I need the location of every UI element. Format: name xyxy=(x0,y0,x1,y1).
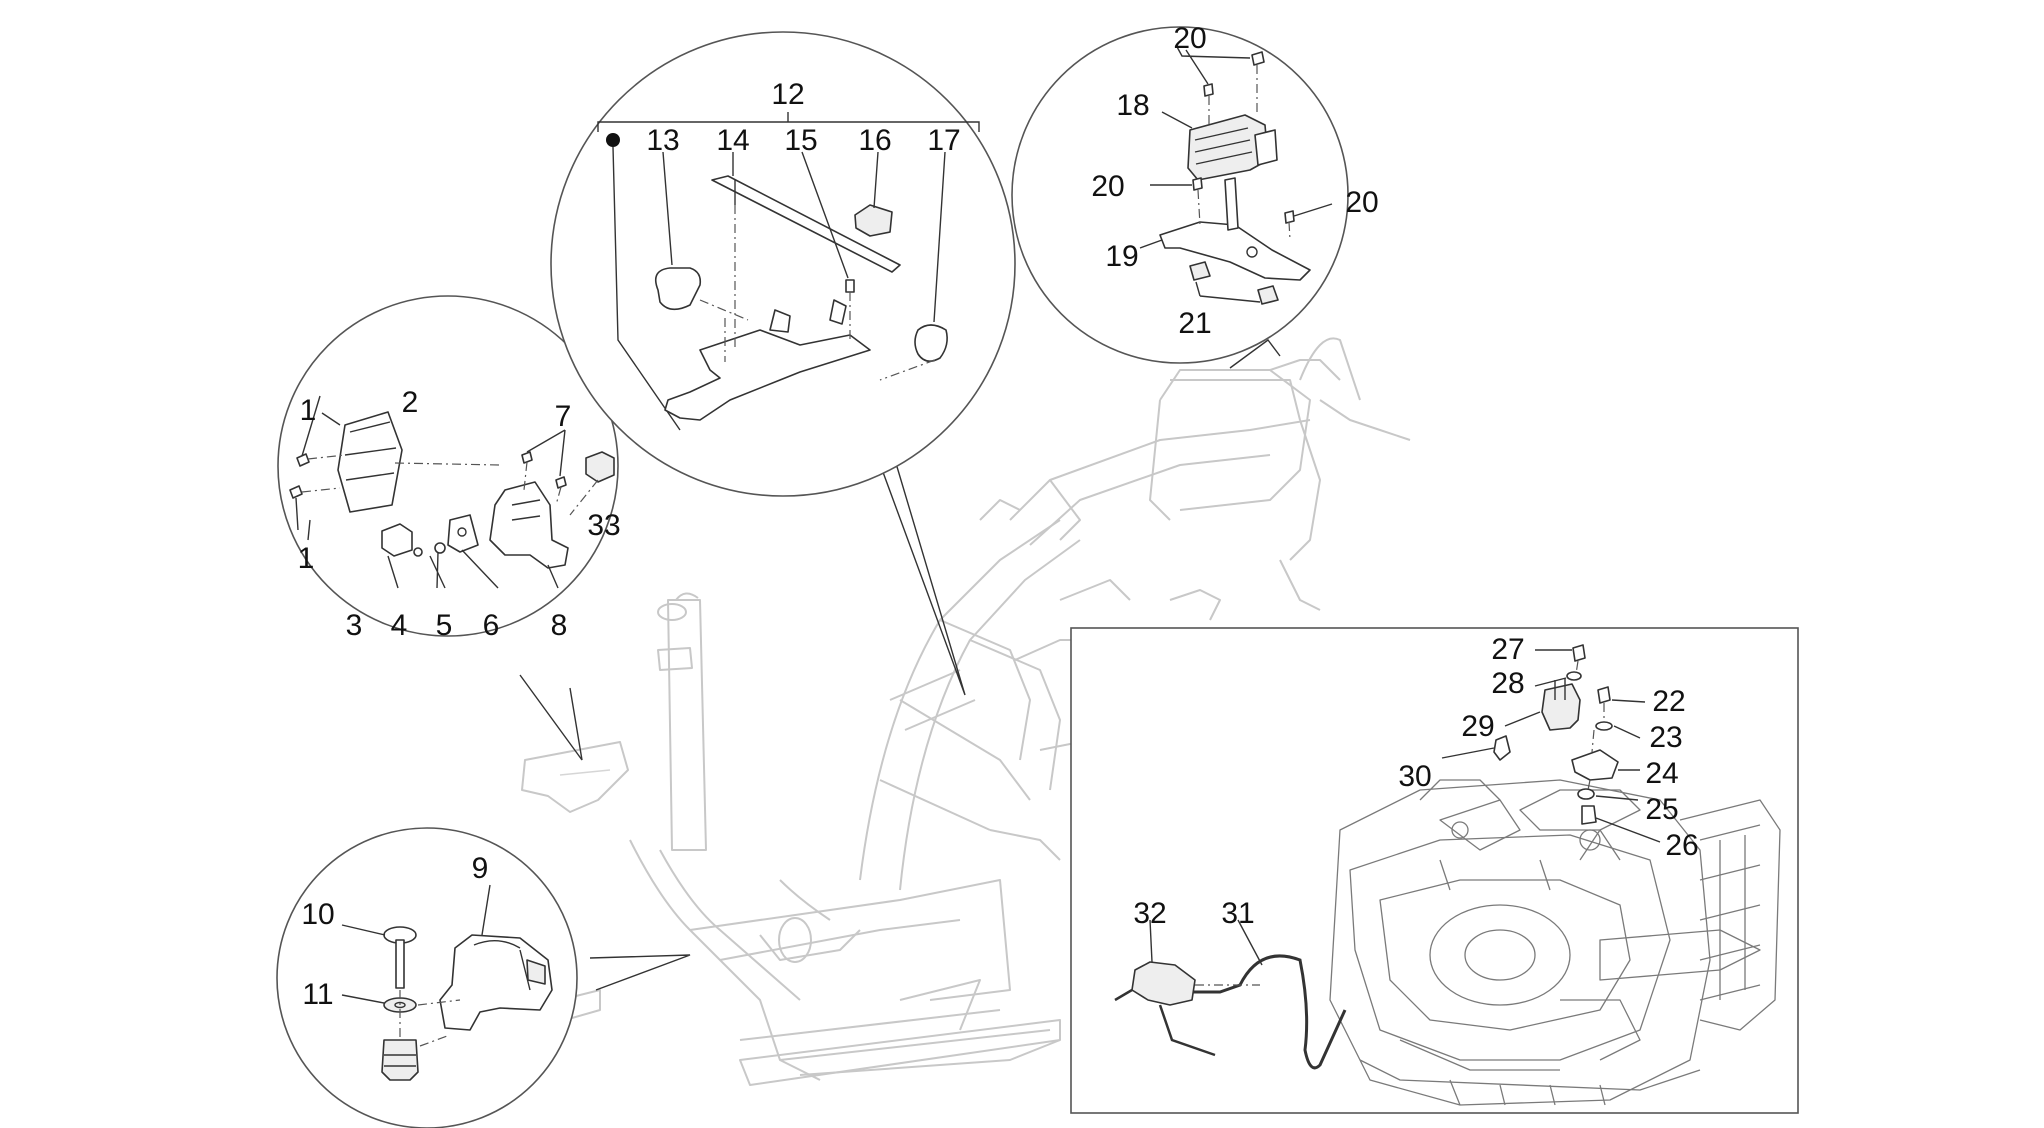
label-part-27: 27 xyxy=(1491,633,1524,666)
clamp-part-17 xyxy=(914,324,948,362)
screw-part-20b xyxy=(1203,83,1214,97)
label-part-2: 2 xyxy=(402,386,419,419)
label-part-21: 21 xyxy=(1178,307,1211,340)
washer-part-25 xyxy=(1577,788,1595,800)
label-part-15: 15 xyxy=(784,124,817,157)
callout-circle-sensor xyxy=(276,827,691,1128)
hose-part-31 xyxy=(1190,954,1347,1070)
part-labels: 1 1 2 3 4 5 6 7 8 33 9 10 11 12 13 14 15… xyxy=(298,22,1699,1011)
label-part-26: 26 xyxy=(1665,829,1698,862)
label-part-11: 11 xyxy=(302,978,333,1011)
clip-part-21a xyxy=(1189,261,1211,281)
scooter-frame xyxy=(521,337,1411,1086)
label-part-3: 3 xyxy=(346,609,363,642)
label-part-31: 31 xyxy=(1221,897,1254,930)
label-part-30: 30 xyxy=(1398,760,1431,793)
label-part-5: 5 xyxy=(436,609,453,642)
callout-circle-regulator xyxy=(1011,26,1349,369)
clip-part-16 xyxy=(854,204,893,237)
label-part-32: 32 xyxy=(1133,897,1166,930)
label-part-6: 6 xyxy=(483,609,500,642)
bracket-part-19 xyxy=(1159,221,1311,281)
sensor-part-30 xyxy=(1493,735,1511,761)
screw-part-22 xyxy=(1597,686,1611,704)
bracket-part-24 xyxy=(1571,749,1619,781)
label-part-23: 23 xyxy=(1649,721,1682,754)
screw-part-20d xyxy=(1284,210,1295,224)
label-part-8: 8 xyxy=(551,609,568,642)
screw-part-1b xyxy=(289,485,303,499)
nut-part-15 xyxy=(845,279,855,293)
clamp-part-13 xyxy=(654,267,702,311)
o-ring-part-28 xyxy=(1566,671,1582,681)
label-part-20c: 20 xyxy=(1345,186,1378,219)
bracket-part-12 xyxy=(664,329,871,421)
callout-circle-relays xyxy=(277,295,619,761)
label-part-22: 22 xyxy=(1652,685,1685,718)
screw-part-20a xyxy=(1251,51,1265,66)
label-part-12: 12 xyxy=(771,78,804,111)
bullet-dot xyxy=(606,133,620,147)
label-part-17: 17 xyxy=(927,124,960,157)
label-part-29: 29 xyxy=(1461,710,1494,743)
bracket-part-8 xyxy=(489,481,569,569)
label-part-9: 9 xyxy=(472,852,489,885)
part-26 xyxy=(1581,805,1597,825)
screw-part-1a xyxy=(296,453,310,467)
label-part-13: 13 xyxy=(646,124,679,157)
label-part-14: 14 xyxy=(716,124,749,157)
label-part-20b: 20 xyxy=(1091,170,1124,203)
callout-circle-ecu-bracket xyxy=(550,31,1016,696)
connector-part-32 xyxy=(1131,961,1196,1006)
screw-part-27 xyxy=(1572,644,1586,662)
screw-part-7b xyxy=(555,476,567,489)
label-part-19: 19 xyxy=(1105,240,1138,273)
label-part-1a: 1 xyxy=(300,394,317,427)
label-part-16: 16 xyxy=(858,124,891,157)
relay-part-33 xyxy=(585,451,615,483)
label-part-1b: 1 xyxy=(298,542,315,575)
sensor-part-9 xyxy=(439,934,553,1031)
relay-part-3 xyxy=(381,523,413,557)
label-part-10: 10 xyxy=(301,898,334,931)
switch-part-29 xyxy=(1541,683,1581,731)
label-part-33: 33 xyxy=(587,509,620,542)
label-part-25: 25 xyxy=(1645,793,1678,826)
label-part-28: 28 xyxy=(1491,667,1524,700)
plate-part-6 xyxy=(447,514,479,553)
cable-tie-part-14 xyxy=(711,175,901,273)
engine-crankcase xyxy=(1329,779,1781,1106)
label-part-7: 7 xyxy=(555,400,572,433)
label-part-4: 4 xyxy=(391,609,408,642)
label-part-18: 18 xyxy=(1116,89,1149,122)
screw-part-20c xyxy=(1192,177,1203,191)
label-part-24: 24 xyxy=(1645,757,1678,790)
rubber-bush xyxy=(381,1039,419,1081)
cover-part-2 xyxy=(337,411,403,513)
screw-part-7a xyxy=(521,451,533,464)
label-part-20a: 20 xyxy=(1173,22,1206,55)
clip-part-21b xyxy=(1257,285,1279,305)
inset-engine-sensors xyxy=(1070,627,1799,1114)
washer-part-23 xyxy=(1595,721,1613,731)
